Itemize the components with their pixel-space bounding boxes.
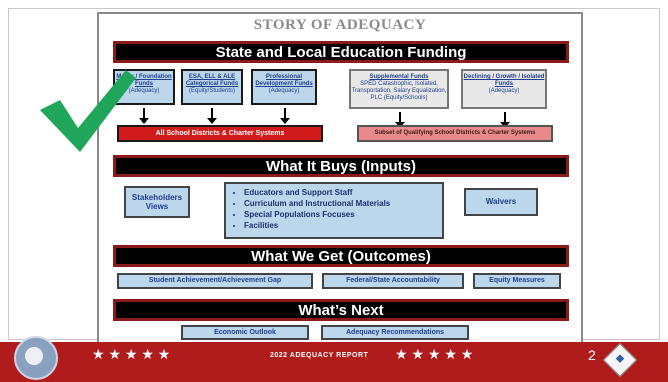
next-band: What’s Next bbox=[113, 299, 569, 321]
next-economic: Economic Outlook bbox=[181, 325, 309, 340]
waivers-box: Waivers bbox=[464, 188, 538, 216]
next-recommendations: Adequacy Recommendations bbox=[321, 325, 469, 340]
input-item: Special Populations Focuses bbox=[244, 209, 442, 220]
funding-box-professional: Professional Development Funds (Adequacy… bbox=[251, 69, 317, 105]
funding-box-title: Supplemental Funds bbox=[369, 74, 429, 80]
down-arrow-icon bbox=[395, 112, 405, 128]
funding-box-title: Declining / Growth / Isolated Funds bbox=[463, 74, 545, 87]
outcomes-band: What We Get (Outcomes) bbox=[113, 245, 569, 267]
down-arrow-icon bbox=[207, 108, 217, 124]
funding-box-sub: SPED Catastrophic, Isolated, Transportat… bbox=[351, 81, 447, 101]
star-row-icon: ★ ★ ★ ★ ★ bbox=[92, 346, 171, 362]
star-row-icon: ★ ★ ★ ★ ★ bbox=[395, 346, 474, 362]
funding-box-sub: (Adequacy) bbox=[488, 88, 520, 94]
outcome-achievement: Student Achievement/Achievement Gap bbox=[117, 273, 313, 289]
funding-box-sub: (Adequacy) bbox=[128, 88, 160, 94]
page-number: 2 bbox=[588, 347, 596, 363]
down-arrow-icon bbox=[139, 108, 149, 124]
funding-box-supplemental: Supplemental Funds SPED Catastrophic, Is… bbox=[349, 69, 449, 109]
checkmark-icon bbox=[40, 70, 136, 152]
funding-band: State and Local Education Funding bbox=[113, 41, 569, 63]
funding-box-title: ESA, ELL & ALE Categorical Funds bbox=[185, 74, 239, 87]
inputs-band: What It Buys (Inputs) bbox=[113, 155, 569, 177]
funding-box-title: Matrix / Foundation Funds bbox=[116, 74, 172, 87]
down-arrow-icon bbox=[280, 108, 290, 124]
funding-box-declining: Declining / Growth / Isolated Funds (Ade… bbox=[461, 69, 547, 109]
funding-box-categorical: ESA, ELL & ALE Categorical Funds (Equity… bbox=[181, 69, 243, 105]
stakeholders-box: Stakeholders Views bbox=[124, 186, 190, 218]
input-item: Curriculum and Instructional Materials bbox=[244, 198, 442, 209]
state-seal-icon bbox=[14, 336, 58, 380]
funding-box-sub: (Equity/Students) bbox=[188, 88, 236, 94]
outcome-equity: Equity Measures bbox=[473, 273, 561, 289]
down-arrow-icon bbox=[500, 112, 510, 128]
funding-box-title: Professional Development Funds bbox=[255, 74, 313, 87]
all-districts-bar: All School Districts & Charter Systems bbox=[117, 125, 323, 142]
footer-bar bbox=[0, 342, 668, 382]
report-title: 2022 ADEQUACY REPORT bbox=[270, 352, 369, 359]
input-item: Facilities bbox=[244, 220, 442, 231]
input-item: Educators and Support Staff bbox=[244, 187, 442, 198]
diagram-title: STORY OF ADEQUACY bbox=[253, 17, 427, 33]
adequacy-diagram: STORY OF ADEQUACY State and Local Educat… bbox=[97, 12, 583, 346]
inputs-list: Educators and Support Staff Curriculum a… bbox=[224, 182, 444, 239]
subset-districts-bar: Subset of Qualifying School Districts & … bbox=[357, 125, 553, 142]
funding-box-sub: (Adequacy) bbox=[268, 88, 300, 94]
outcome-accountability: Federal/State Accountability bbox=[322, 273, 464, 289]
